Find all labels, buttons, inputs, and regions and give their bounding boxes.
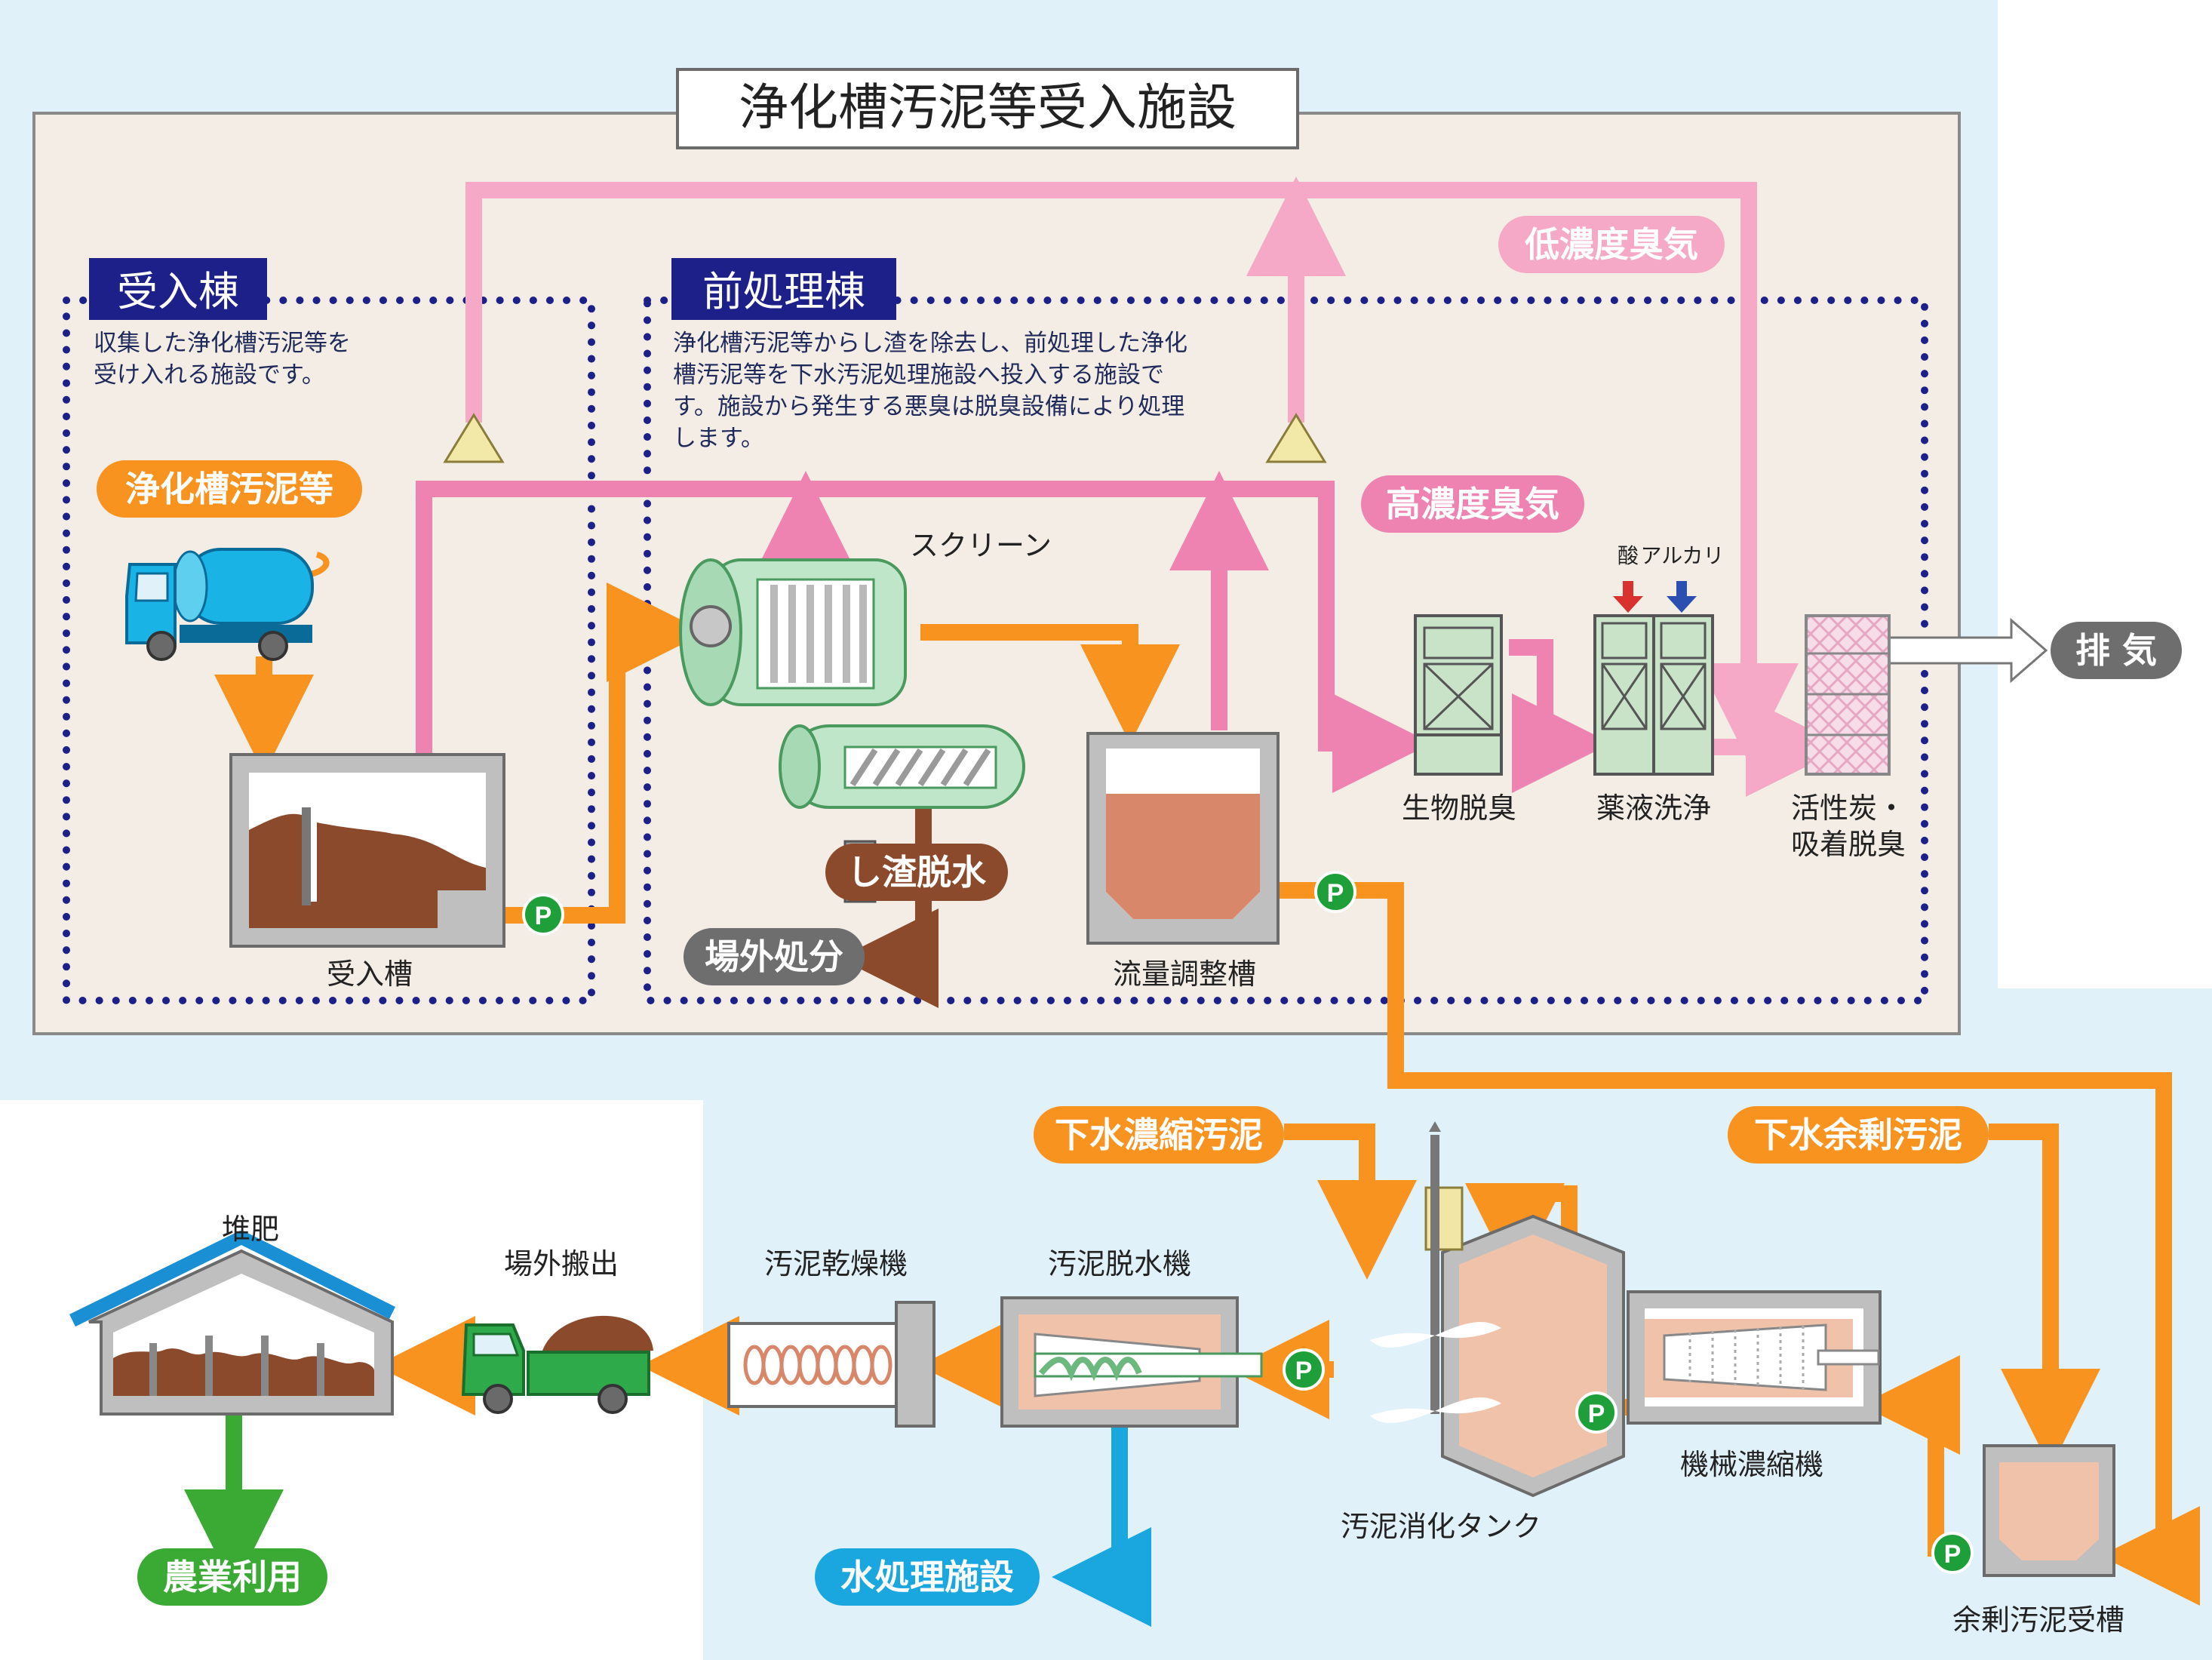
label-chem-wash: 薬液洗浄 [1596, 792, 1711, 825]
pill-agriculture: 農業利用 [137, 1548, 327, 1606]
label-excess-tank: 余剰汚泥受槽 [1952, 1603, 2124, 1637]
receiving-desc-line-1: 収集した浄化槽汚泥等を [94, 330, 351, 357]
chemical-washer [1593, 581, 1714, 776]
high-odor-line [416, 471, 1611, 793]
receiving-desc-line-2: 受け入れる施設です。 [94, 361, 325, 389]
excess-sludge-tank [1983, 1444, 2115, 1577]
receiving-section-border [63, 297, 595, 1004]
screen-drum [679, 558, 907, 903]
compost-house [69, 1231, 396, 1416]
sludge-dewatering-machine [1000, 1296, 1263, 1428]
pretreatment-section-tab: 前処理棟 [671, 258, 896, 320]
receiving-section-tab: 受入棟 [89, 258, 267, 320]
pill-exhaust: 排 気 [2051, 622, 2182, 679]
pump-thickener-label: P [1588, 1400, 1605, 1428]
pill-screenings-dewater: し渣脱水 [825, 844, 1008, 901]
label-acid: 酸 [1618, 543, 1639, 568]
pretreatment-section-title: 前処理棟 [702, 268, 865, 315]
pill-offsite-disposal: 場外処分 [684, 928, 865, 985]
pill-septage: 浄化槽汚泥等 [97, 460, 362, 518]
sludge-digester [1370, 1121, 1625, 1498]
pill-high-odor: 高濃度臭気 [1361, 475, 1584, 533]
pill-low-odor-text: 低濃度臭気 [1525, 224, 1698, 265]
pill-septage-text: 浄化槽汚泥等 [125, 469, 333, 509]
pump-thickener: P [1575, 1391, 1618, 1434]
pill-high-odor-text: 高濃度臭気 [1386, 484, 1559, 524]
pill-excess-sludge-text: 下水余剰汚泥 [1754, 1114, 1962, 1155]
label-flow-tank: 流量調整槽 [1113, 958, 1256, 991]
screw-press [779, 724, 1025, 809]
label-carbon-line-1: 活性炭・ [1791, 792, 1906, 825]
pill-water-treatment: 水処理施設 [815, 1548, 1040, 1606]
sludge-dryer [727, 1301, 935, 1428]
pump-digester: P [1283, 1348, 1325, 1391]
flow-adjustment-tank [1086, 732, 1280, 945]
pump-excess-tank: P [1931, 1532, 1974, 1574]
exhaust-arrow [1888, 617, 2048, 684]
vacuum-truck [125, 548, 330, 661]
label-receiving-tank: 受入槽 [327, 958, 413, 991]
label-hauling: 場外搬出 [504, 1247, 619, 1280]
pump-excess-tank-label: P [1944, 1540, 1962, 1569]
pretreatment-desc-line-3: す。施設から発生する悪臭は脱臭設備により処理 [673, 393, 1184, 420]
facility-title: 浄化槽汚泥等受入施設 [739, 78, 1237, 137]
label-digester: 汚泥消化タンク [1341, 1510, 1541, 1543]
facility-title-box: 浄化槽汚泥等受入施設 [676, 68, 1299, 149]
bio-deodorizer [1414, 614, 1503, 776]
pump-flow-tank-label: P [1327, 879, 1344, 908]
pill-thickened-sludge: 下水濃縮汚泥 [1034, 1106, 1284, 1164]
receiving-section-title: 受入棟 [117, 268, 239, 315]
pill-excess-sludge: 下水余剰汚泥 [1728, 1106, 1989, 1164]
low-odor-line [465, 177, 1845, 797]
pretreatment-desc-line-2: 槽汚泥等を下水汚泥処理施設へ投入する施設で [673, 361, 1164, 389]
label-mech-thickener: 機械濃縮機 [1680, 1448, 1823, 1481]
pill-water-treatment-text: 水処理施設 [840, 1557, 1014, 1597]
pill-offsite-disposal-text: 場外処分 [705, 936, 843, 977]
label-dryer: 汚泥乾燥機 [764, 1247, 908, 1280]
pill-screenings-dewater-text: し渣脱水 [847, 852, 987, 893]
activated-carbon-deodorizer [1805, 614, 1891, 776]
label-alkali: アルカリ [1641, 543, 1725, 568]
label-carbon-line-2: 吸着脱臭 [1791, 828, 1906, 861]
pump-flow-tank: P [1314, 871, 1356, 913]
pill-agriculture-text: 農業利用 [163, 1557, 302, 1597]
dump-truck [461, 1315, 653, 1414]
filtrate-line [1052, 1426, 1151, 1627]
pump-receiving: P [522, 893, 564, 936]
pill-low-odor: 低濃度臭気 [1498, 216, 1725, 273]
label-bio-deodor: 生物脱臭 [1402, 792, 1516, 825]
receiving-tank [229, 753, 505, 948]
odor-intake-triangle-pretreatment [1265, 413, 1327, 463]
odor-intake-triangle-receiving [443, 413, 505, 463]
pill-thickened-sludge-text: 下水濃縮汚泥 [1055, 1114, 1263, 1155]
pretreatment-desc-line-4: します。 [673, 425, 764, 452]
label-screen: スクリーン [910, 529, 1052, 562]
label-compost: 堆肥 [222, 1213, 279, 1246]
pump-digester-label: P [1295, 1357, 1313, 1385]
pretreatment-desc-line-1: 浄化槽汚泥等からし渣を除去し、前処理した浄化 [673, 330, 1187, 357]
pill-exhaust-text: 排 気 [2075, 630, 2157, 671]
label-dewatering: 汚泥脱水機 [1048, 1247, 1191, 1280]
pump-receiving-label: P [535, 902, 552, 930]
mechanical-thickener [1627, 1290, 1882, 1425]
